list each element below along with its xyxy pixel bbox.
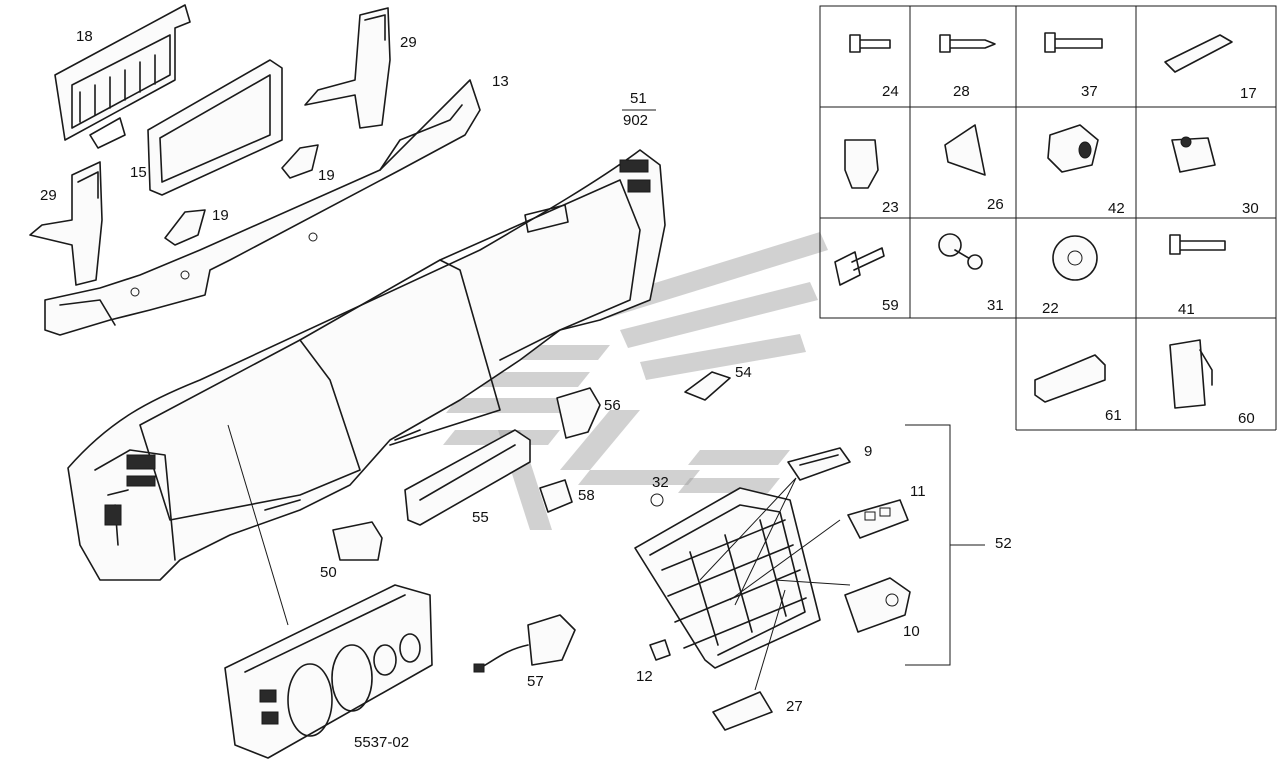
support-beam — [44, 79, 481, 336]
callouts: 18 29 13 15 19 29 19 56 54 55 58 50 57 3… — [40, 28, 1259, 751]
callout-27: 27 — [786, 698, 803, 715]
callout-55: 55 — [472, 509, 489, 526]
bracket-29-lower — [29, 161, 103, 286]
bolt-icon — [1044, 32, 1103, 53]
connector-57 — [473, 614, 576, 673]
callout-54: 54 — [735, 364, 752, 381]
grid-number: 41 — [1178, 301, 1195, 318]
callout-13: 13 — [492, 73, 509, 90]
block-icon — [1164, 34, 1233, 73]
tapping-screw-icon — [939, 34, 996, 53]
switch-11 — [847, 499, 909, 539]
callout-9: 9 — [864, 443, 872, 460]
callout-18: 18 — [76, 28, 93, 45]
callout-58: 58 — [578, 487, 595, 504]
hardware-grid — [819, 5, 1277, 431]
grid-number: 23 — [882, 199, 899, 216]
frame-15 — [147, 59, 283, 196]
grid-number: 42 — [1108, 200, 1125, 217]
push-rivet-icon — [938, 233, 983, 270]
dashboard-panel — [67, 149, 666, 581]
flange-bolt-icon — [834, 247, 885, 286]
clip-19-lower — [164, 209, 206, 246]
grid-number: 28 — [953, 83, 970, 100]
switch-50 — [332, 521, 383, 561]
clip-19-upper — [281, 144, 319, 179]
plug-12 — [649, 639, 671, 661]
drawing-number: 5537-02 — [354, 734, 409, 751]
callout-19-lower: 19 — [212, 207, 229, 224]
callout-52: 52 — [995, 535, 1012, 552]
grid-number: 59 — [882, 297, 899, 314]
rubber-block-icon — [1034, 354, 1106, 403]
washer-icon — [1052, 235, 1098, 281]
callout-29-upper: 29 — [400, 34, 417, 51]
callout-56: 56 — [604, 397, 621, 414]
lamp-54 — [684, 371, 731, 401]
leader-lines — [227, 109, 985, 691]
callout-29-lower: 29 — [40, 187, 57, 204]
switch-56 — [556, 387, 601, 439]
grid-number: 31 — [987, 297, 1004, 314]
grid-number: 22 — [1042, 300, 1059, 317]
switch-9 — [787, 447, 851, 481]
switch-58 — [539, 479, 573, 513]
grid-number: 60 — [1238, 410, 1255, 427]
bracket-29-upper — [304, 7, 391, 129]
grid-number: 30 — [1242, 200, 1259, 217]
callout-19-upper: 19 — [318, 167, 335, 184]
grid-number: 37 — [1081, 83, 1098, 100]
callout-11: 11 — [910, 483, 926, 500]
grid-number: 61 — [1105, 407, 1122, 424]
bolt-icon — [1169, 234, 1226, 255]
callout-32: 32 — [652, 474, 669, 491]
clip-icon — [844, 139, 879, 189]
callout-15: 15 — [130, 164, 147, 181]
j-clip-icon — [1169, 339, 1213, 409]
instrument-cluster — [224, 584, 433, 759]
trim-strip-55 — [404, 429, 531, 526]
nut-icon — [1047, 124, 1099, 173]
spring-clip-icon — [944, 124, 986, 176]
switch-10 — [844, 577, 911, 633]
group-ref-numerator: 51 — [630, 90, 647, 107]
grid-number: 17 — [1240, 85, 1257, 102]
group-ref-denominator: 902 — [623, 112, 648, 129]
callout-50: 50 — [320, 564, 337, 581]
speed-nut-icon — [1171, 136, 1216, 173]
grid-number: 24 — [882, 83, 899, 100]
callout-12: 12 — [636, 668, 653, 685]
screw-icon — [849, 34, 891, 53]
tray-27 — [712, 691, 773, 731]
callout-57: 57 — [527, 673, 544, 690]
grid-number: 26 — [987, 196, 1004, 213]
bracket-18 — [54, 4, 191, 149]
callout-10: 10 — [903, 623, 920, 640]
